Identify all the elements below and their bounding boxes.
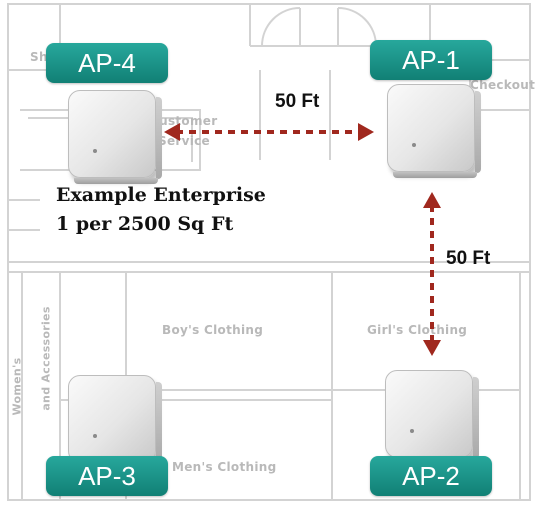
- led-icon: [93, 149, 97, 153]
- arrowhead-left: [164, 123, 180, 141]
- arrowhead-down: [423, 340, 441, 356]
- access-point-4-device: [68, 90, 162, 184]
- led-icon: [412, 143, 416, 147]
- access-point-1-device: [387, 84, 481, 178]
- room-label-customer-service-2: Service: [158, 134, 210, 148]
- led-icon: [93, 434, 97, 438]
- caption: Example Enterprise 1 per 2500 Sq Ft: [56, 181, 266, 239]
- arrowhead-right: [358, 123, 374, 141]
- horizontal-distance-label: 50 Ft: [275, 91, 320, 112]
- caption-line-1: Example Enterprise: [56, 184, 266, 206]
- room-label-customer-service: Customer: [150, 114, 218, 128]
- ap-4-badge: AP-4: [46, 43, 168, 83]
- led-icon: [410, 429, 414, 433]
- arrowhead-up: [423, 192, 441, 208]
- room-label-checkout: Checkout: [470, 78, 536, 92]
- room-label-girls-clothing: Girl's Clothing: [367, 323, 468, 337]
- access-point-3-device: [68, 375, 162, 469]
- room-label-mens-clothing: Men's Clothing: [172, 460, 277, 474]
- ap-1-badge: AP-1: [370, 40, 492, 80]
- ap-2-badge: AP-2: [370, 456, 492, 496]
- room-label-boys-clothing: Boy's Clothing: [162, 323, 264, 337]
- access-point-2-device: [385, 370, 479, 464]
- caption-line-2: 1 per 2500 Sq Ft: [56, 213, 234, 235]
- ap-3-badge: AP-3: [46, 456, 168, 496]
- vertical-distance-label: 50 Ft: [446, 248, 491, 269]
- room-label-top-left: Sh: [30, 50, 48, 64]
